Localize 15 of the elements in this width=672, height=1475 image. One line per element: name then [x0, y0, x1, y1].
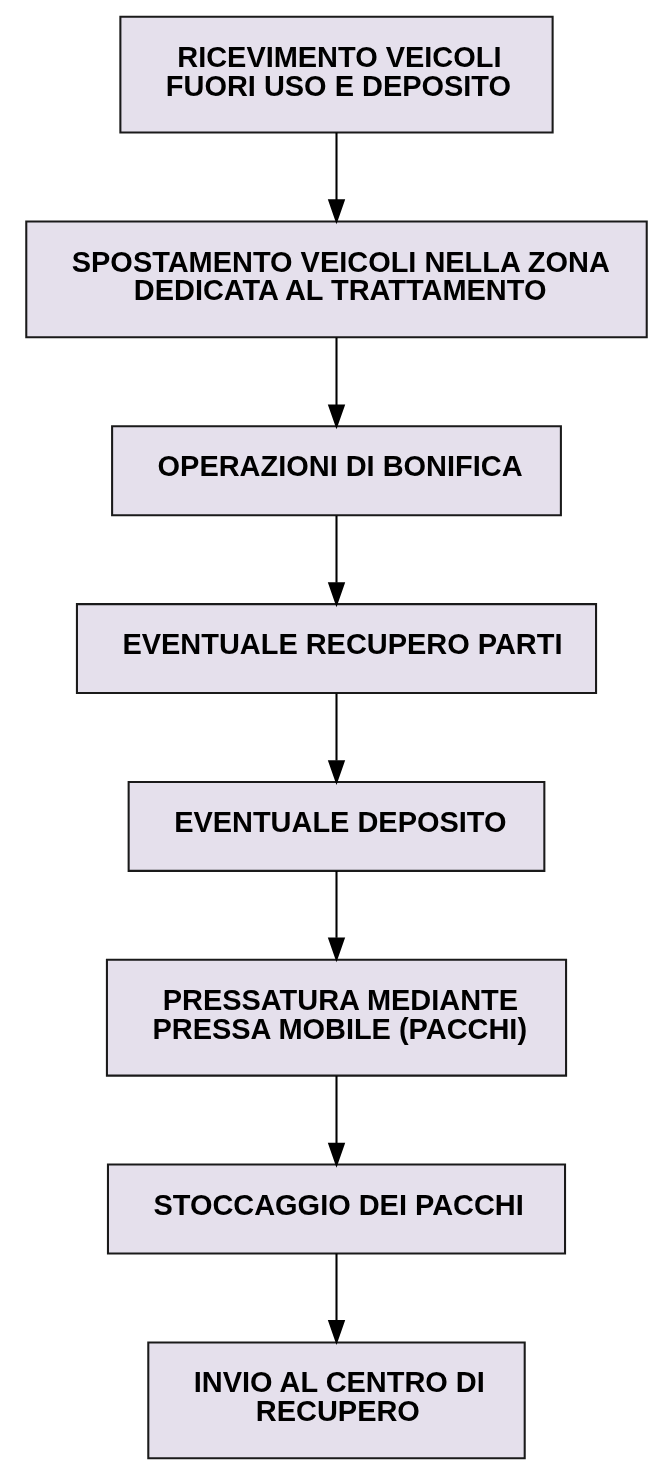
arrow [327, 337, 345, 430]
node-box: EVENTUALE DEPOSITO [127, 780, 545, 872]
arrow [327, 132, 345, 225]
arrow [327, 1075, 345, 1168]
arrow [327, 515, 345, 608]
node-box: EVENTUALE RECUPERO PARTI [75, 603, 597, 695]
node-box: SPOSTAMENTO VEICOLI NELLA ZONA DEDICATA AL TRATTAMENTO [24, 220, 648, 339]
node-box: OPERAZIONI DI BONIFICA [110, 425, 562, 517]
arrow [327, 693, 345, 786]
node-box: RICEVIMENTO VEICOLI FUORI USO E DEPOSITO [118, 15, 554, 134]
node-box: STOCCAGGIO DEI PACCHI [106, 1163, 566, 1255]
arrow [327, 1253, 345, 1345]
arrow [327, 871, 345, 963]
node-box: PRESSATURA MEDIANTE PRESSA MOBILE (PACCHI) [105, 958, 567, 1077]
node-box: INVIO AL CENTRO DI RECUPERO [146, 1341, 526, 1460]
